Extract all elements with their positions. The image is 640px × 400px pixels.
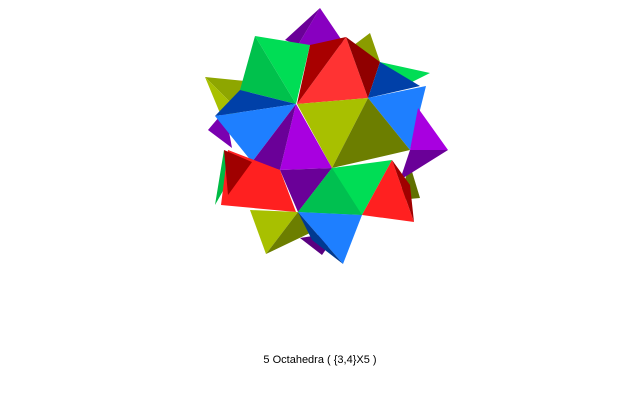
face-blue-bottom (298, 212, 362, 264)
face-red-left-dark (224, 150, 252, 195)
face-red-top-right-dark (346, 37, 380, 98)
compound-polyhedron-render (205, 8, 448, 264)
face-green-upper-left-side (240, 36, 296, 104)
face-purple-top-side (285, 8, 320, 45)
face-red-top-dark (297, 37, 346, 104)
face-olive-bottom-left (250, 210, 298, 254)
face-green-upper-right (380, 62, 430, 88)
face-green-upper-left (255, 36, 310, 104)
face-purple-top (298, 8, 345, 45)
face-purple-right-low (400, 150, 448, 180)
face-blue-bottom-dark (298, 212, 343, 264)
face-olive-top-right (350, 33, 380, 62)
face-red-lower-right (362, 160, 414, 222)
figure-caption: 5 Octahedra ( {3,4}X5 ) (263, 354, 377, 366)
face-purple-center-dark (252, 104, 296, 170)
face-blue-upper-right (368, 86, 426, 150)
face-olive-center (297, 98, 368, 168)
face-olive-center-dark (332, 98, 410, 168)
face-purple-lower (280, 168, 332, 212)
face-blue-left (215, 104, 296, 162)
face-blue-upper-right-dark (368, 62, 420, 98)
face-red-top (297, 37, 368, 104)
face-red-lower-right-dark (392, 160, 414, 222)
face-green-lower-dark (298, 168, 362, 215)
face-purple-center (280, 104, 332, 170)
face-blue-left-dark (215, 90, 296, 116)
face-purple-right (410, 108, 448, 150)
face-olive-bottom-left-dark (266, 212, 312, 254)
